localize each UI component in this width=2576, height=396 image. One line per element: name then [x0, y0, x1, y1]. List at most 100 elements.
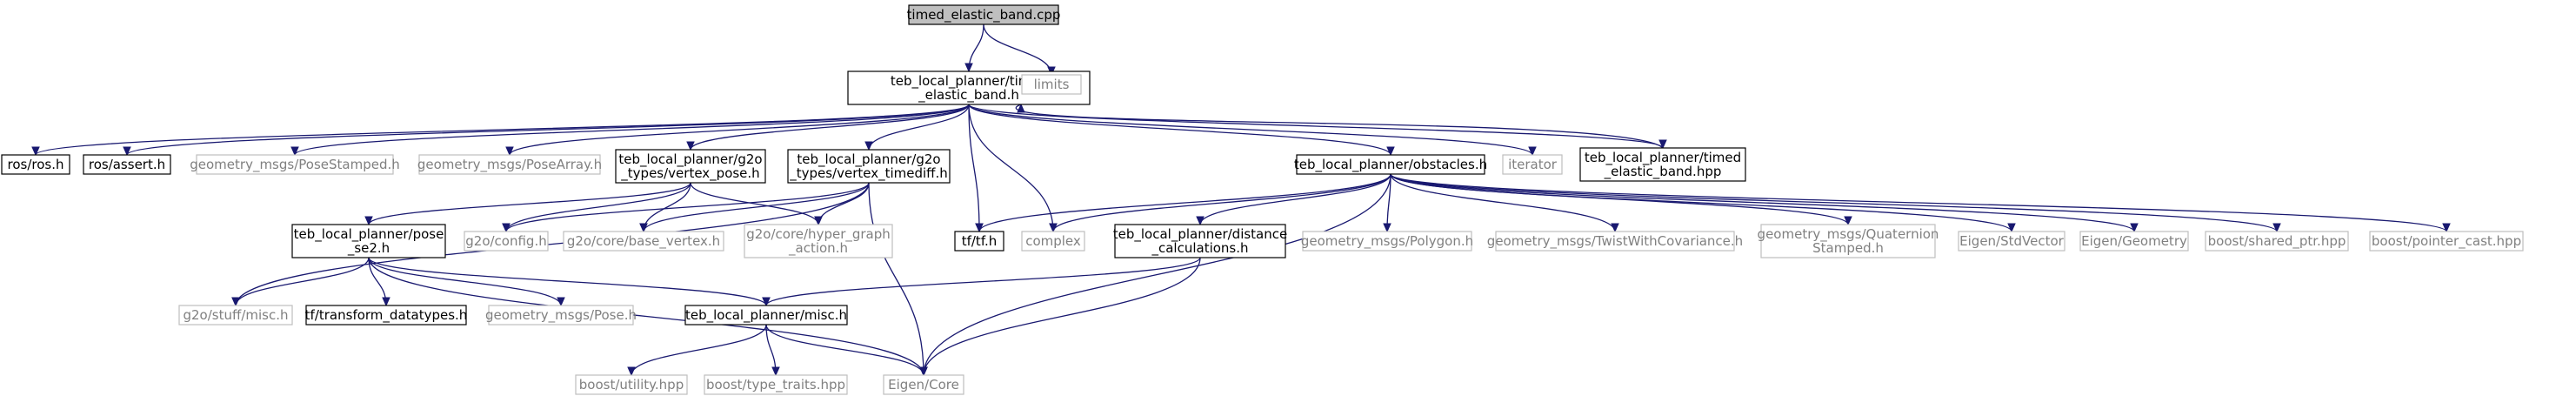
- edge-n1-n17: [968, 104, 1054, 232]
- node-box: [1760, 224, 1936, 258]
- arrowhead-n1-n8: [864, 141, 873, 151]
- edge-n12-n26: [235, 257, 370, 306]
- node-box: [291, 224, 446, 258]
- node-n10: iterator: [1502, 154, 1563, 175]
- edge-n9-n16: [978, 173, 1391, 232]
- node-box: [787, 149, 951, 184]
- node-label: _elastic_band.h: [918, 87, 1019, 104]
- node-box: [954, 231, 1004, 252]
- node-n18[interactable]: teb_local_planner/distance_calculations.…: [1113, 224, 1288, 258]
- node-n7[interactable]: teb_local_planner/g2o_types/vertex_pose.…: [615, 149, 766, 184]
- edge-n1-n4: [126, 104, 970, 156]
- node-n24: boost/shared_ptr.hpp: [2205, 231, 2349, 252]
- node-box: [305, 305, 467, 326]
- edge-n7-n12: [368, 182, 691, 225]
- arrowhead-n9-n17: [1049, 223, 1058, 233]
- node-box: [196, 154, 394, 175]
- node-label: tf/tf.h: [962, 233, 998, 249]
- arrowhead-n8-n14: [639, 223, 648, 233]
- edge-n9-n17: [1052, 173, 1391, 232]
- node-n4[interactable]: ros/assert.h: [83, 154, 171, 175]
- edge-n9-n32: [923, 173, 1391, 376]
- node-label: g2o/core/hyper_graph: [746, 226, 891, 243]
- arrowhead-n12-n26: [231, 297, 240, 307]
- node-box: [684, 305, 848, 326]
- edge-n11-n1: [1016, 104, 1664, 149]
- node-box: [908, 4, 1059, 25]
- edge-n7-n15: [690, 182, 819, 225]
- arrowhead-n29-n31: [771, 366, 780, 377]
- edge-n29-n32: [765, 324, 924, 376]
- node-label: teb_local_planner/g2o: [618, 151, 762, 168]
- node-label: timed_elastic_band.cpp: [907, 7, 1061, 23]
- arrowhead-n1-n7: [686, 141, 695, 151]
- edge-n1-n3: [35, 104, 970, 156]
- node-label: _types/vertex_pose.h: [620, 165, 759, 182]
- node-box: [1296, 154, 1485, 175]
- node-n5: geometry_msgs/PoseStamped.h: [190, 154, 400, 175]
- node-n26: g2o/stuff/misc.h: [178, 305, 293, 326]
- arrowhead-n9-n16: [975, 223, 984, 233]
- node-label: teb_local_planner/misc.h: [685, 307, 847, 324]
- node-box: [744, 224, 893, 258]
- node-label: geometry_msgs/TwistWithCovariance.h: [1487, 233, 1743, 250]
- node-n12[interactable]: teb_local_planner/pose_se2.h: [291, 224, 446, 258]
- node-label: ros/assert.h: [89, 157, 165, 172]
- node-n29[interactable]: teb_local_planner/misc.h: [684, 305, 848, 326]
- node-n25: boost/pointer_cast.hpp: [2369, 231, 2524, 252]
- node-n0[interactable]: timed_elastic_band.cpp: [907, 4, 1061, 25]
- node-n17: complex: [1021, 231, 1085, 252]
- node-label: geometry_msgs/PoseStamped.h: [190, 157, 400, 173]
- edge-n9-n24: [1390, 173, 2278, 232]
- arrowhead-n9-n23: [2130, 223, 2139, 233]
- edge-n12-n29: [368, 257, 767, 306]
- arrowhead-n9-n21: [1844, 216, 1852, 226]
- edges-layer: [31, 23, 2451, 377]
- node-label: teb_local_planner/obstacles.h: [1294, 157, 1487, 173]
- edge-n7-n13: [505, 182, 691, 232]
- node-n30: boost/utility.hpp: [575, 374, 688, 395]
- node-label: complex: [1025, 233, 1081, 249]
- node-box: [418, 154, 601, 175]
- node-n16[interactable]: tf/tf.h: [954, 231, 1004, 252]
- node-box: [1302, 231, 1472, 252]
- node-n11[interactable]: teb_local_planner/timed_elastic_band.hpp: [1579, 147, 1746, 182]
- arrowhead-n11-n1: [1017, 103, 1025, 113]
- edge-n1-n7: [690, 104, 970, 151]
- node-box: [488, 305, 634, 326]
- arrowhead-n7-n12: [364, 216, 373, 226]
- node-label: g2o/stuff/misc.h: [183, 307, 288, 323]
- edge-n8-n13: [505, 182, 870, 232]
- node-label: limits: [1034, 77, 1070, 92]
- node-label: boost/type_traits.hpp: [706, 377, 845, 393]
- node-n8[interactable]: teb_local_planner/g2o_types/vertex_timed…: [787, 149, 951, 184]
- edge-n0-n2: [983, 23, 1052, 76]
- arrowhead-n9-n18: [1196, 216, 1205, 226]
- edge-n9-n25: [1390, 173, 2447, 232]
- edge-n29-n30: [631, 324, 767, 376]
- node-box: [704, 374, 848, 395]
- node-label: Eigen/Geometry: [2081, 233, 2187, 249]
- node-label: geometry_msgs/PoseArray.h: [417, 157, 602, 173]
- node-n28: geometry_msgs/Pose.h: [485, 305, 637, 326]
- node-n3[interactable]: ros/ros.h: [1, 154, 70, 175]
- arrowhead-n12-n27: [382, 297, 390, 307]
- node-box: [883, 374, 964, 395]
- arrowhead-n12-n28: [557, 297, 565, 307]
- arrowhead-n1-n3: [31, 146, 40, 157]
- edge-n1-n5: [294, 104, 970, 156]
- node-n9[interactable]: teb_local_planner/obstacles.h: [1294, 154, 1487, 175]
- node-n15: g2o/core/hyper_graph_action.h: [744, 224, 893, 258]
- node-label: boost/shared_ptr.hpp: [2208, 233, 2346, 250]
- edge-n1-n10: [968, 104, 1533, 156]
- node-label: Stamped.h: [1812, 240, 1884, 256]
- node-n27[interactable]: tf/transform_datatypes.h: [305, 305, 468, 326]
- node-box: [1021, 231, 1085, 252]
- node-label: iterator: [1508, 157, 1558, 172]
- edge-n8-n14: [643, 182, 870, 232]
- edge-n1-n8: [868, 104, 970, 151]
- node-label: geometry_msgs/Quaternion: [1758, 226, 1939, 243]
- node-box: [1579, 147, 1746, 182]
- node-label: teb_local_planner/pose: [294, 226, 444, 243]
